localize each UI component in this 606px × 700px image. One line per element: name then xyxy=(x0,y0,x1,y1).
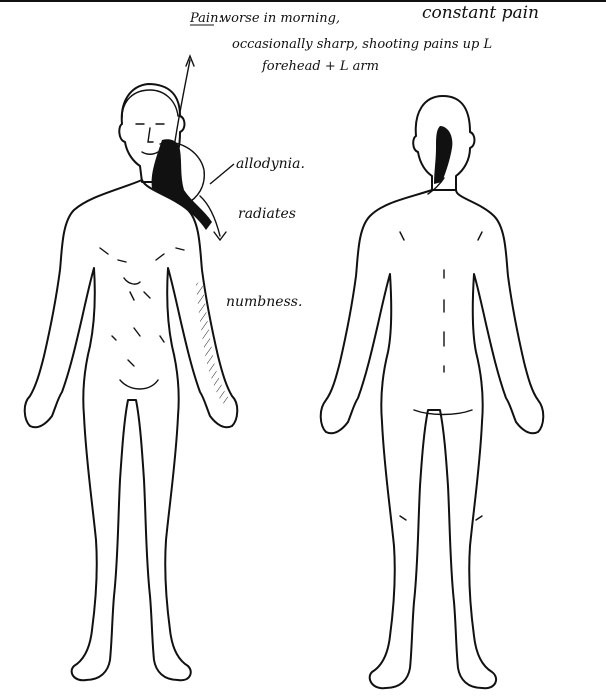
constant-pain-note: constant pain xyxy=(422,3,539,23)
front-body-outline xyxy=(25,180,238,680)
back-torso-details xyxy=(400,232,482,520)
radiates-label: radiates xyxy=(238,206,296,222)
allodynia-pointer xyxy=(210,164,234,184)
back-head-shaded-area xyxy=(434,126,452,184)
numbness-hatched-area xyxy=(196,280,230,404)
pain-note-line1: worse in morning, xyxy=(220,11,340,26)
numbness-label: numbness. xyxy=(226,294,302,310)
back-body-figure xyxy=(321,96,544,688)
allodynia-label: allodynia. xyxy=(236,156,305,172)
pain-label: Pain: xyxy=(189,11,223,26)
pain-note-line3: forehead + L arm xyxy=(261,59,379,74)
front-body-figure xyxy=(25,56,238,680)
front-torso-details xyxy=(100,248,184,389)
pain-note-line2: occasionally sharp, shooting pains up L xyxy=(232,37,492,52)
annotation-group: Pain: worse in morning, constant pain oc… xyxy=(189,3,539,310)
back-body-outline xyxy=(321,190,544,688)
